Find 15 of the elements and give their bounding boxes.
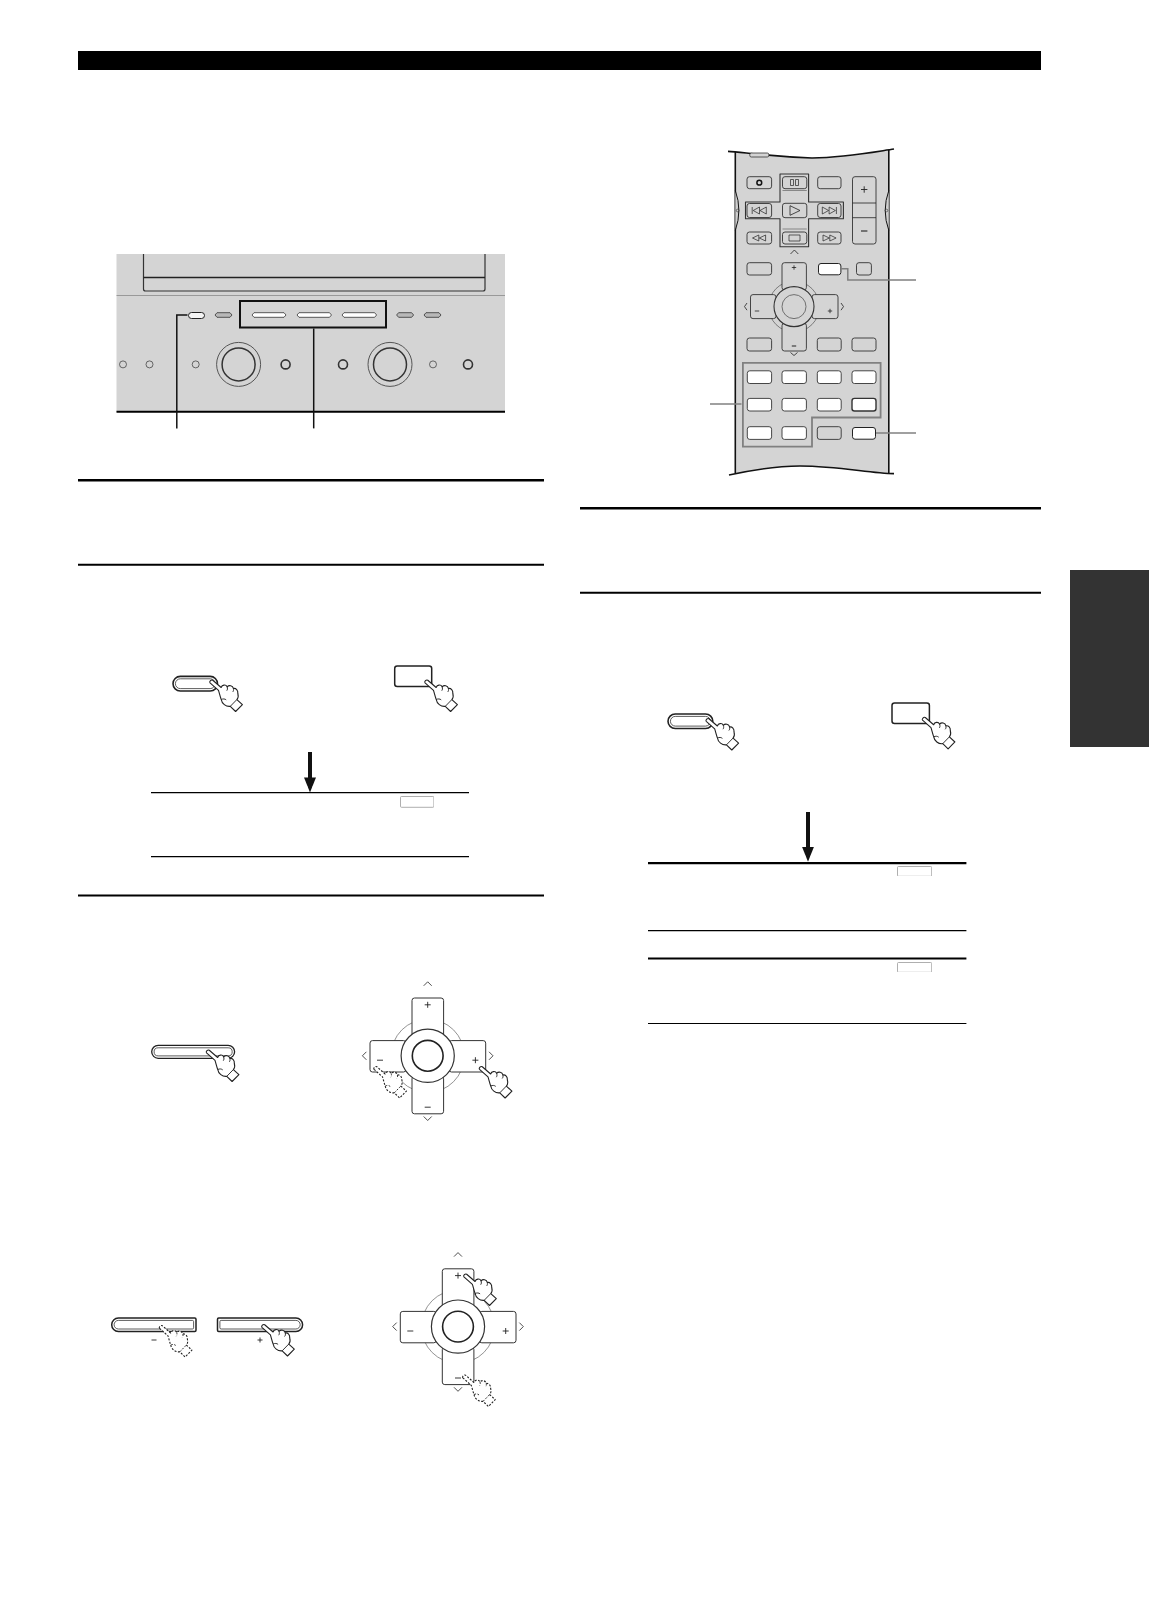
leader-line	[709, 403, 743, 405]
display-table	[648, 861, 967, 1024]
display-table	[150, 792, 469, 858]
arrow	[802, 812, 814, 862]
panel-button	[187, 311, 205, 319]
button-group-frame	[741, 361, 881, 448]
remote-button	[852, 426, 876, 440]
leader-line	[176, 314, 189, 430]
arrow	[304, 752, 316, 793]
leader-line	[875, 432, 917, 434]
leader-line	[840, 268, 917, 281]
button-group-frame	[238, 300, 387, 329]
side-tab	[1070, 570, 1149, 747]
leader-line	[312, 327, 315, 430]
remote-button	[817, 262, 842, 275]
